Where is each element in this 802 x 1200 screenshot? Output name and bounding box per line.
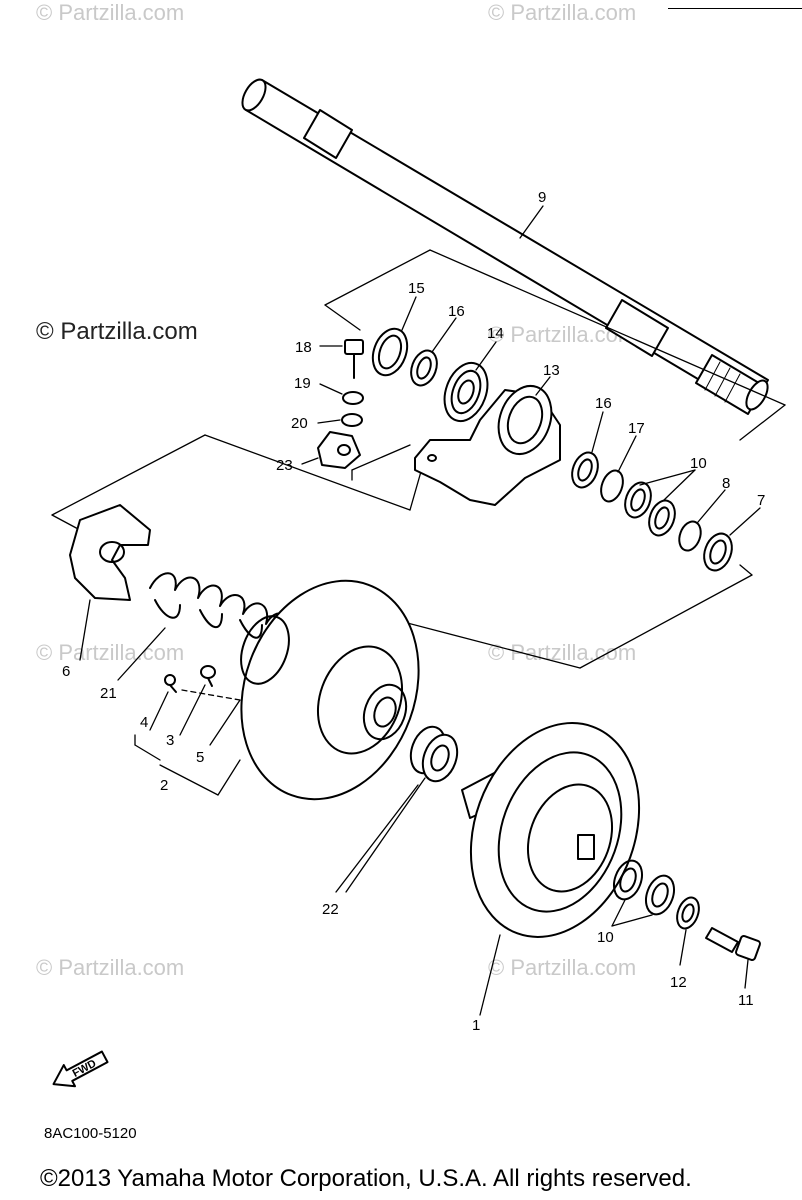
callout-22: 22	[322, 901, 339, 918]
callout-1: 1	[472, 1017, 480, 1034]
circlip-part	[371, 327, 409, 377]
leader-lines	[79, 205, 761, 1016]
watermark: © Partzilla.com	[488, 0, 637, 25]
washer-part	[703, 532, 733, 572]
spacer-part	[409, 725, 459, 783]
group-bracket	[134, 689, 241, 796]
copyright-text: ©2013 Yamaha Motor Corporation, U.S.A. A…	[40, 1165, 692, 1192]
shim-part	[644, 874, 676, 916]
upper-bracket-lines	[324, 249, 786, 441]
callout-2: 2	[160, 777, 168, 794]
nut-part	[342, 391, 364, 405]
spring-part	[149, 572, 290, 639]
cam-part	[69, 504, 151, 601]
bolt-part	[344, 339, 364, 379]
callout-9: 9	[538, 189, 546, 206]
frame-edge	[668, 0, 802, 9]
callout-3: 3	[166, 732, 174, 749]
circlip-part	[600, 469, 624, 503]
callout-4: 4	[140, 714, 148, 731]
callout-6: 6	[62, 663, 70, 680]
fwd-label: FWD	[71, 1058, 99, 1080]
shim-part	[612, 859, 644, 901]
clamp-part	[317, 431, 361, 469]
diagram-code: 8AC100-5120	[44, 1125, 137, 1142]
watermark: © Partzilla.com	[488, 955, 637, 980]
screw-part	[164, 674, 177, 693]
callout-10-lower: 10	[597, 929, 614, 946]
callout-23: 23	[276, 457, 293, 474]
circlip-part	[678, 520, 702, 552]
shim-part	[624, 481, 652, 519]
pin-part	[200, 665, 216, 687]
washer-part	[676, 896, 700, 930]
callout-5: 5	[196, 749, 204, 766]
moveable-sheave-part	[240, 579, 420, 801]
washer-part	[571, 451, 599, 489]
bearing-housing-part	[414, 385, 561, 506]
shim-part	[648, 499, 676, 537]
callout-21: 21	[100, 685, 117, 702]
callout-14: 14	[487, 325, 504, 342]
callout-16-right: 16	[595, 395, 612, 412]
shaft-part	[241, 78, 769, 415]
fwd-arrow-icon: FWD	[52, 1050, 109, 1088]
washer-part	[410, 349, 438, 387]
watermark: © Partzilla.com	[36, 640, 185, 665]
callout-10: 10	[690, 455, 707, 472]
callout-20: 20	[291, 415, 308, 432]
bearing-part	[443, 361, 489, 423]
callout-7: 7	[757, 492, 765, 509]
fixed-sheave-part	[461, 722, 641, 938]
callout-12: 12	[670, 974, 687, 991]
callout-19: 19	[294, 375, 311, 392]
watermark: © Partzilla.com	[36, 955, 185, 980]
watermark: © Partzilla.com	[488, 640, 637, 665]
callout-15: 15	[408, 280, 425, 297]
callout-13: 13	[543, 362, 560, 379]
watermark: © Partzilla.com	[36, 0, 185, 25]
callout-8: 8	[722, 475, 730, 492]
bolt-part	[705, 927, 761, 961]
callout-11: 11	[738, 992, 754, 1009]
washer-small-part	[341, 413, 363, 427]
callout-18: 18	[295, 339, 312, 356]
callout-17: 17	[628, 420, 645, 437]
watermark-dark: © Partzilla.com	[36, 318, 198, 345]
callout-16: 16	[448, 303, 465, 320]
